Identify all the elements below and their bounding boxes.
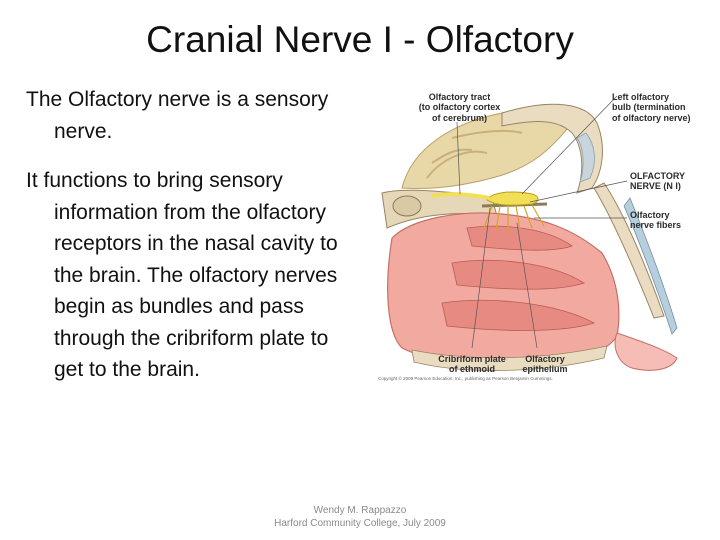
middle-concha [451,259,585,290]
slide-body: The Olfactory nerve is a sensory nerve. … [26,84,361,404]
nose-cartilage [623,197,678,335]
label-olfactory-nerve: OLFACTORY NERVE (N I) [630,171,686,192]
label-olfactory-tract: Olfactory tract (to olfactory cortex of … [418,92,501,123]
hard-palate [411,345,608,371]
figure-copyright: Copyright © 2009 Pearson Education, Inc.… [378,376,553,381]
sphenoid-sinus [392,195,422,217]
frontal-sinus [576,132,595,183]
olfactory-anatomy-figure: Olfactory tract (to olfactory cortex of … [372,78,712,388]
footer-author: Wendy M. Rappazzo [313,505,407,516]
footer-institution: Harford Community College, July 2009 [274,518,446,529]
nasal-bone [593,182,665,319]
label-olfactory-nerve-fibers: Olfactory nerve fibers [630,210,682,231]
inferior-concha [441,299,596,331]
frontal-bone [501,103,603,194]
olfactory-bulb-shape [486,191,539,206]
slide-title: Cranial Nerve I - Olfactory [146,19,574,60]
label-leader-lines [456,95,628,349]
nerve-fiber-group [483,204,545,232]
label-olfactory-epithelium: Olfactory epithelium [522,354,568,375]
label-cribriform-plate: Cribriform plate of ethmoid [438,354,506,375]
paragraph-function: It functions to bring sensory informatio… [26,169,338,381]
paragraph-sensory: The Olfactory nerve is a sensory nerve. [26,88,329,143]
slide-footer: Wendy M. Rappazzo Harford Community Coll… [0,504,720,530]
nostril [614,332,678,371]
label-left-olfactory-bulb: Left olfactory bulb (termination of olfa… [612,92,691,123]
olfactory-tract-shape [431,192,491,200]
nasal-cavity-illustration [381,95,678,371]
